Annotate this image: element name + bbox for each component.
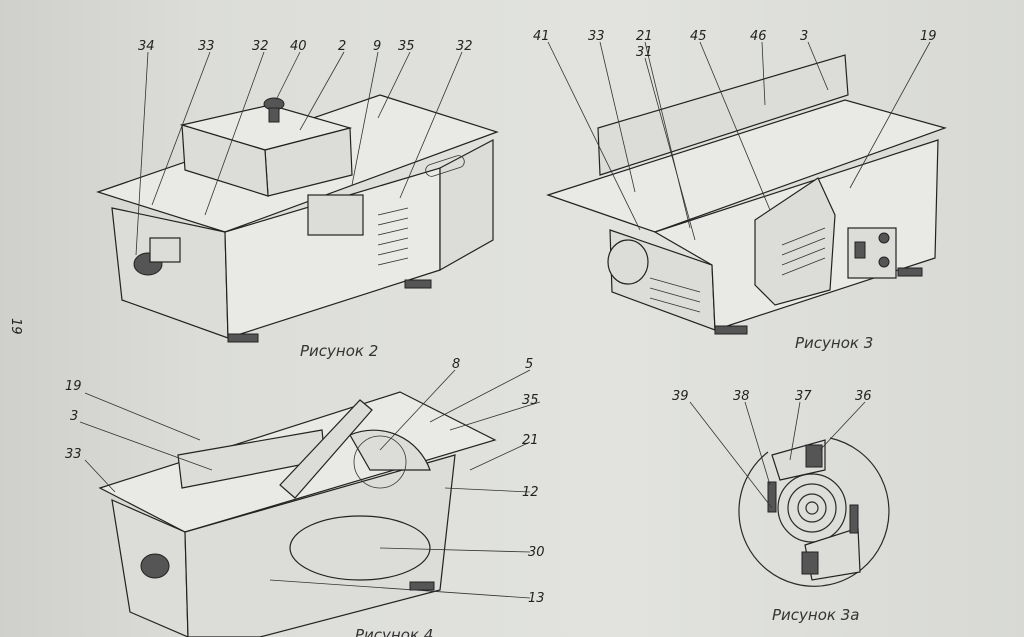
- callout-35-fig4: 35: [522, 393, 539, 408]
- callout-32b: 32: [456, 39, 473, 54]
- callout-33-fig4: 33: [65, 447, 82, 462]
- callout-35: 35: [398, 39, 415, 54]
- caption-figure-4: Рисунок 4: [355, 626, 433, 637]
- figure-3-drawing: [546, 54, 947, 335]
- callout-41: 41: [533, 29, 550, 44]
- page-number: 19: [8, 318, 23, 335]
- callout-19-fig4: 19: [65, 379, 82, 394]
- callout-8: 8: [452, 357, 460, 372]
- callout-37: 37: [795, 389, 812, 404]
- callout-21: 21: [636, 29, 653, 44]
- callout-39: 39: [672, 389, 689, 404]
- callout-31: 31: [636, 45, 653, 60]
- figure-4-callouts: 19 3 33 8 5 35 21 12 30 13: [65, 357, 545, 606]
- callout-3-fig4: 3: [70, 409, 78, 424]
- callout-21-fig4: 21: [522, 433, 539, 448]
- callout-33: 33: [198, 39, 215, 54]
- callout-45: 45: [690, 29, 707, 44]
- callout-30: 30: [528, 545, 545, 560]
- callout-2: 2: [338, 39, 346, 54]
- figure-3a-drawing: [738, 437, 890, 587]
- callout-9: 9: [373, 39, 381, 54]
- callout-3: 3: [800, 29, 808, 44]
- figure-2-drawing: [96, 94, 499, 343]
- figure-4-drawing: [98, 391, 497, 637]
- callout-33-fig3: 33: [588, 29, 605, 44]
- callout-32: 32: [252, 39, 269, 54]
- caption-figure-3a: Рисунок 3а: [772, 606, 859, 624]
- figure-2-callouts: 34 33 32 40 2 9 35 32: [135, 39, 473, 256]
- callout-38: 38: [733, 389, 750, 404]
- callout-36: 36: [855, 389, 872, 404]
- callout-5: 5: [525, 357, 533, 372]
- callout-13: 13: [528, 591, 545, 606]
- callout-46: 46: [750, 29, 767, 44]
- caption-figure-2: Рисунок 2: [300, 342, 378, 360]
- figure-3-callouts: 41 33 21 31 45 46 3 19: [533, 29, 937, 241]
- caption-figure-3: Рисунок 3: [795, 334, 873, 352]
- callout-34: 34: [138, 39, 155, 54]
- callout-40: 40: [290, 39, 307, 54]
- callout-12: 12: [522, 485, 539, 500]
- figure-3a-callouts: 39 38 37 36: [672, 389, 872, 509]
- callout-19: 19: [920, 29, 937, 44]
